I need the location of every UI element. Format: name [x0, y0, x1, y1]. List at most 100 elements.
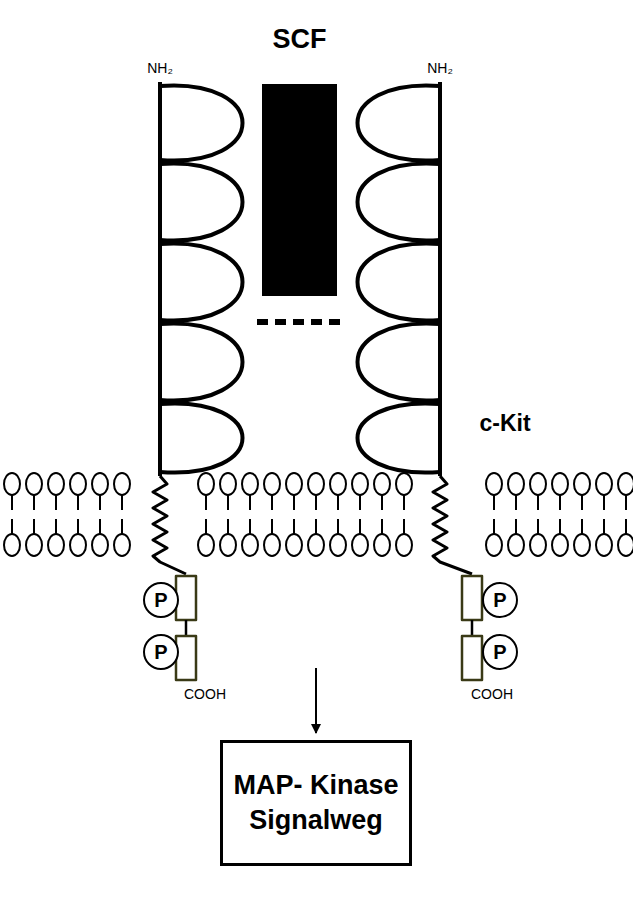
kinase-domain: [462, 576, 482, 620]
lipid-head: [92, 534, 108, 556]
lipid-head: [220, 473, 236, 495]
lipid-tail: [227, 519, 229, 534]
receptor-chain: [158, 82, 162, 476]
pathway-name: MAP- Kinase Signalweg: [231, 768, 401, 838]
lipid-head: [618, 534, 633, 556]
lipid-tail: [337, 519, 339, 534]
phospholipid: [220, 473, 236, 556]
lipid-head: [26, 473, 42, 495]
lipid-head: [220, 534, 236, 556]
kinase-domain: [462, 636, 482, 680]
lipid-head: [552, 534, 568, 556]
phosphate-label: P: [154, 590, 167, 610]
lipid-tail: [11, 495, 13, 510]
lipid-tail: [581, 495, 583, 510]
lipid-head: [330, 473, 346, 495]
lipid-head: [26, 534, 42, 556]
lipid-tail: [205, 495, 207, 510]
lipid-tail: [537, 519, 539, 534]
lipid-head: [374, 473, 390, 495]
kinase-linker: [185, 620, 188, 636]
lipid-head: [530, 473, 546, 495]
ig-domain-loop: [358, 164, 441, 241]
phospholipid: [92, 473, 108, 556]
ig-domain-loop: [160, 244, 243, 321]
lipid-head: [70, 534, 86, 556]
lipid-tail: [493, 495, 495, 510]
phospholipid: [352, 473, 368, 556]
lipid-head: [48, 473, 64, 495]
lipid-tail: [55, 519, 57, 534]
lipid-tail: [403, 519, 405, 534]
lipid-head: [242, 534, 258, 556]
dimer-bond: [257, 319, 343, 325]
lipid-tail: [559, 495, 561, 510]
receptor-chain: [438, 82, 442, 476]
lipid-head: [264, 473, 280, 495]
lipid-tail: [121, 495, 123, 510]
ig-domain-loop: [358, 403, 441, 472]
lipid-tail: [99, 495, 101, 510]
lipid-head: [308, 473, 324, 495]
lipid-head: [48, 534, 64, 556]
lipid-tail: [205, 519, 207, 534]
lipid-head: [596, 534, 612, 556]
phosphate-circle: P: [143, 582, 179, 618]
lipid-head: [396, 473, 412, 495]
lipid-tail: [227, 495, 229, 510]
ig-domain-loop: [358, 244, 441, 321]
ig-domain-loop: [160, 164, 243, 241]
terminus-label: COOH: [471, 686, 513, 702]
lipid-tail: [381, 495, 383, 510]
lipid-tail: [55, 495, 57, 510]
lipid-head: [530, 534, 546, 556]
phospholipid: [508, 473, 524, 556]
terminus-label: NH₂: [427, 60, 453, 76]
receptor-name: c-Kit: [479, 410, 530, 437]
phosphate-label: P: [493, 642, 506, 662]
phospholipid: [286, 473, 302, 556]
signal-arrow: [315, 668, 317, 733]
lipid-tail: [359, 519, 361, 534]
phospholipid: [198, 473, 214, 556]
lipid-tail: [99, 519, 101, 534]
lipid-head: [70, 473, 86, 495]
lipid-head: [508, 473, 524, 495]
lipid-tail: [293, 495, 295, 510]
kinase-domain: [176, 576, 196, 620]
lipid-tail: [515, 495, 517, 510]
lipid-head: [352, 473, 368, 495]
lipid-tail: [77, 519, 79, 534]
lipid-tail: [11, 519, 13, 534]
phospholipid: [26, 473, 42, 556]
lipid-head: [286, 534, 302, 556]
transmembrane-helix: [153, 476, 186, 574]
lipid-head: [352, 534, 368, 556]
lipid-tail: [33, 519, 35, 534]
pathway-box: MAP- Kinase Signalweg: [220, 740, 412, 866]
phosphate-label: P: [493, 590, 506, 610]
lipid-tail: [493, 519, 495, 534]
lipid-head: [618, 473, 633, 495]
phosphate-circle: P: [482, 634, 518, 670]
lipid-tail: [581, 519, 583, 534]
lipid-head: [286, 473, 302, 495]
phospholipid: [330, 473, 346, 556]
lipid-head: [198, 473, 214, 495]
lipid-head: [486, 473, 502, 495]
lipid-head: [574, 473, 590, 495]
ig-domain-loop: [358, 85, 441, 160]
phosphate-circle: P: [482, 582, 518, 618]
ig-domain-loop: [358, 324, 441, 401]
terminus-label: NH₂: [147, 60, 173, 76]
lipid-head: [114, 534, 130, 556]
lipid-tail: [603, 519, 605, 534]
lipid-head: [574, 534, 590, 556]
lipid-head: [242, 473, 258, 495]
phospholipid: [48, 473, 64, 556]
lipid-head: [596, 473, 612, 495]
lipid-tail: [33, 495, 35, 510]
lipid-tail: [603, 495, 605, 510]
lipid-tail: [559, 519, 561, 534]
c-kit-receptor: [153, 82, 482, 680]
